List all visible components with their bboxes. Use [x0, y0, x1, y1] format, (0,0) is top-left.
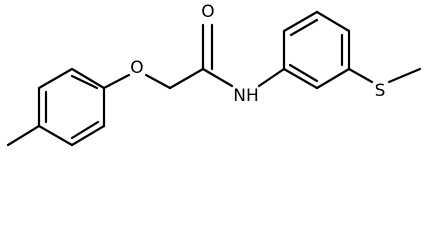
tolyl-ring: [37, 67, 106, 147]
bond: [315, 67, 351, 90]
ether-ch2-bond: [144, 73, 172, 90]
bond: [70, 74, 99, 90]
bond: [37, 67, 74, 90]
methyl-bond: [6, 124, 41, 147]
molecule-canvas: O O NH S: [6, 2, 422, 147]
aryl-sulfur-bond: [347, 67, 374, 84]
bond: [289, 18, 319, 37]
aryl-ether-bond: [102, 73, 131, 90]
sulfur-label: S: [375, 81, 386, 101]
sulfur-methyl-bond: [387, 67, 422, 84]
amide-bond: [201, 67, 234, 88]
bond: [282, 10, 319, 33]
oxygen-ether-label: O: [130, 58, 143, 78]
bond: [70, 67, 106, 90]
bond: [282, 67, 319, 90]
structure-diagram: O O NH S: [6, 2, 422, 147]
bond: [288, 63, 319, 83]
amide-aryl-bond: [257, 67, 286, 88]
bond: [37, 124, 74, 147]
nitrogen-amide-label: NH: [233, 86, 259, 106]
oxygen-carbonyl-label: O: [201, 2, 214, 22]
bond: [70, 124, 106, 147]
thioanisole-ring: [282, 10, 351, 90]
ch2-carbonyl-bond: [168, 67, 205, 90]
bond: [70, 120, 100, 140]
bond: [315, 10, 351, 33]
